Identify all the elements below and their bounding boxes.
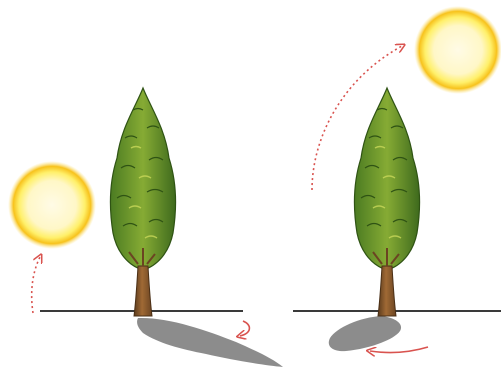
long-shadow [137, 318, 283, 367]
high-sun-right [414, 6, 501, 94]
tree-right [354, 88, 419, 316]
low-sun-left [8, 161, 96, 249]
sun-rise-arrow [32, 257, 40, 313]
shadow-curl-arrow [240, 321, 249, 336]
shadow-shift-arrow [370, 347, 428, 353]
right-panel [293, 6, 501, 353]
left-panel [8, 88, 283, 367]
short-shadow [329, 316, 401, 351]
tree-left [110, 88, 175, 316]
